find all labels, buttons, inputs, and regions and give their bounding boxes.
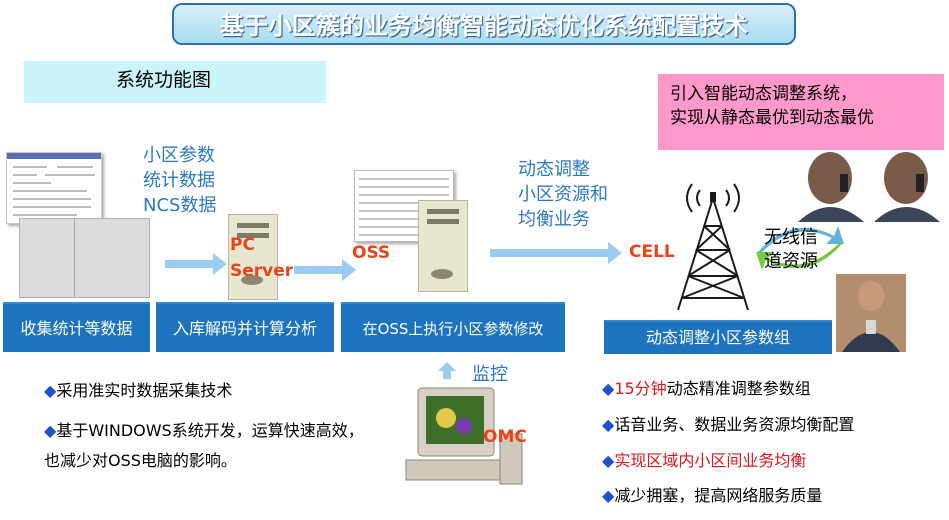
monitor-label: 监控 <box>472 364 508 385</box>
pc-server-image <box>228 214 278 300</box>
diamond-icon: ◆ <box>44 381 57 400</box>
inputs-line-2: 统计数据 <box>143 170 215 191</box>
cell-tower-icon <box>677 183 749 311</box>
cell-label: CELL <box>629 242 675 262</box>
omc-label: OMC <box>483 427 527 447</box>
left-bullet-2: ◆基于WINDOWS系统开发，运算快速高效，也减少对OSS电脑的影响。 <box>44 421 364 470</box>
server-cabinets-image <box>19 218 150 298</box>
adjust-label: 动态调整 小区资源和 均衡业务 <box>518 157 608 232</box>
adjust-line-1: 动态调整 <box>518 159 590 180</box>
pc-label: PC <box>230 235 255 255</box>
report-lines-icon <box>7 153 101 216</box>
adjust-line-2: 小区资源和 <box>518 184 608 205</box>
wireless-line-2: 道资源 <box>764 251 818 272</box>
channel-swap-icon <box>756 226 844 270</box>
inputs-label: 小区参数 统计数据 NCS数据 <box>143 143 216 218</box>
right-bullet-3: ◆实现区域内小区间业务均衡 <box>602 451 807 470</box>
adjust-line-3: 均衡业务 <box>518 209 590 230</box>
flow-arrow-2 <box>294 259 356 281</box>
pc-server-label: PC Server <box>230 232 293 284</box>
right-bullet-1: ◆15分钟动态精准调整参数组 <box>602 379 811 398</box>
data-report-image <box>6 152 102 224</box>
intro-line-1: 引入智能动态调整系统， <box>670 84 857 104</box>
step-collect-data: 收集统计等数据 <box>3 302 150 352</box>
diamond-icon: ◆ <box>602 486 615 505</box>
function-diagram-heading: 系统功能图 <box>24 61 326 103</box>
step-modify-params: 在OSS上执行小区参数修改 <box>341 302 565 352</box>
intro-line-2: 实现从静态最优到动态最优 <box>670 108 874 128</box>
left-bullet-1: ◆采用准实时数据采集技术 <box>44 381 233 400</box>
right-bullet-2: ◆话音业务、数据业务资源均衡配置 <box>602 415 855 434</box>
diamond-icon: ◆ <box>602 451 615 470</box>
wireless-line-1: 无线信 <box>764 227 818 248</box>
oss-label: OSS <box>352 243 391 263</box>
wireless-resource-label: 无线信 道资源 <box>764 226 818 274</box>
inputs-line-1: 小区参数 <box>143 145 215 166</box>
up-arrow-icon <box>438 362 456 379</box>
flow-arrow-1 <box>165 253 227 275</box>
flow-arrow-3 <box>490 242 622 264</box>
phone-users-image <box>798 152 940 222</box>
step-decode-analyze: 入库解码并计算分析 <box>156 302 334 352</box>
diamond-icon: ◆ <box>602 379 615 398</box>
intro-callout: 引入智能动态调整系统， 实现从静态最优到动态最优 <box>658 74 944 150</box>
inputs-line-3: NCS数据 <box>143 195 217 216</box>
dynamic-adjust-group: 动态调整小区参数组 <box>604 320 832 354</box>
right-bullet-4: ◆减少拥塞，提高网络服务质量 <box>602 486 823 505</box>
mobile-user-image <box>836 274 906 352</box>
oss-cabinet-image <box>418 200 468 292</box>
diamond-icon: ◆ <box>602 415 615 434</box>
omc-computer-image <box>405 387 523 485</box>
page-title: 基于小区簇的业务均衡智能动态优化系统配置技术 <box>172 3 796 45</box>
server-label: Server <box>230 261 294 281</box>
diamond-icon: ◆ <box>44 421 57 440</box>
